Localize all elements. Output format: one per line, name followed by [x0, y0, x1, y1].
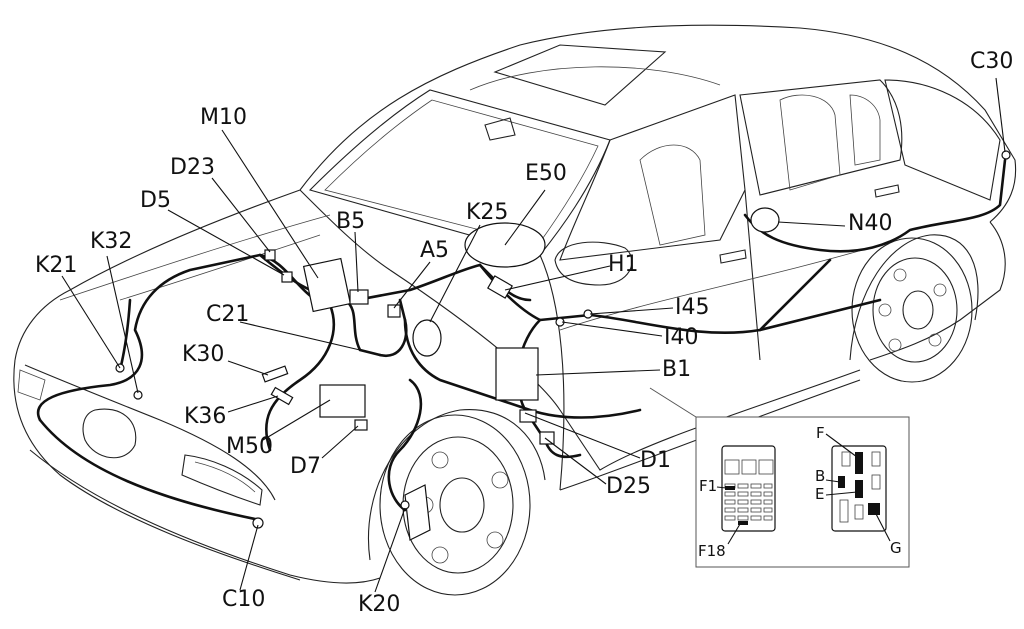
- label-c30: C30: [970, 49, 1014, 74]
- inset-label-f1: F1: [699, 477, 718, 495]
- leader-lines: [61, 77, 1006, 593]
- label-d5: D5: [140, 188, 171, 213]
- inset-label-f18: F18: [698, 542, 726, 560]
- label-c21: C21: [206, 302, 250, 327]
- car-body: [13, 24, 1017, 596]
- label-d1: D1: [640, 448, 671, 473]
- label-h1: H1: [608, 252, 639, 277]
- inset-label-b: B: [815, 467, 826, 485]
- label-n40: N40: [848, 211, 893, 236]
- label-i40: I40: [664, 325, 699, 350]
- label-d7: D7: [290, 454, 321, 479]
- label-k32: K32: [90, 229, 133, 254]
- label-k20: K20: [358, 592, 401, 617]
- label-d23: D23: [170, 155, 215, 180]
- label-a5: A5: [420, 238, 450, 263]
- label-k21: K21: [35, 253, 78, 278]
- label-k36: K36: [184, 404, 227, 429]
- label-k30: K30: [182, 342, 225, 367]
- inset-label-e: E: [815, 485, 825, 503]
- label-d25: D25: [606, 474, 651, 499]
- label-e50: E50: [525, 161, 567, 186]
- label-k25: K25: [466, 200, 509, 225]
- inset-label-g: G: [890, 539, 902, 557]
- label-i45: I45: [675, 295, 710, 320]
- inset-label-f: F: [816, 424, 825, 442]
- label-b1: B1: [662, 357, 692, 382]
- label-c10: C10: [222, 587, 266, 612]
- label-m10: M10: [200, 105, 247, 130]
- label-m50: M50: [226, 434, 273, 459]
- components: [115, 150, 1011, 529]
- fuse-inset: [649, 387, 910, 568]
- label-b5: B5: [336, 209, 366, 234]
